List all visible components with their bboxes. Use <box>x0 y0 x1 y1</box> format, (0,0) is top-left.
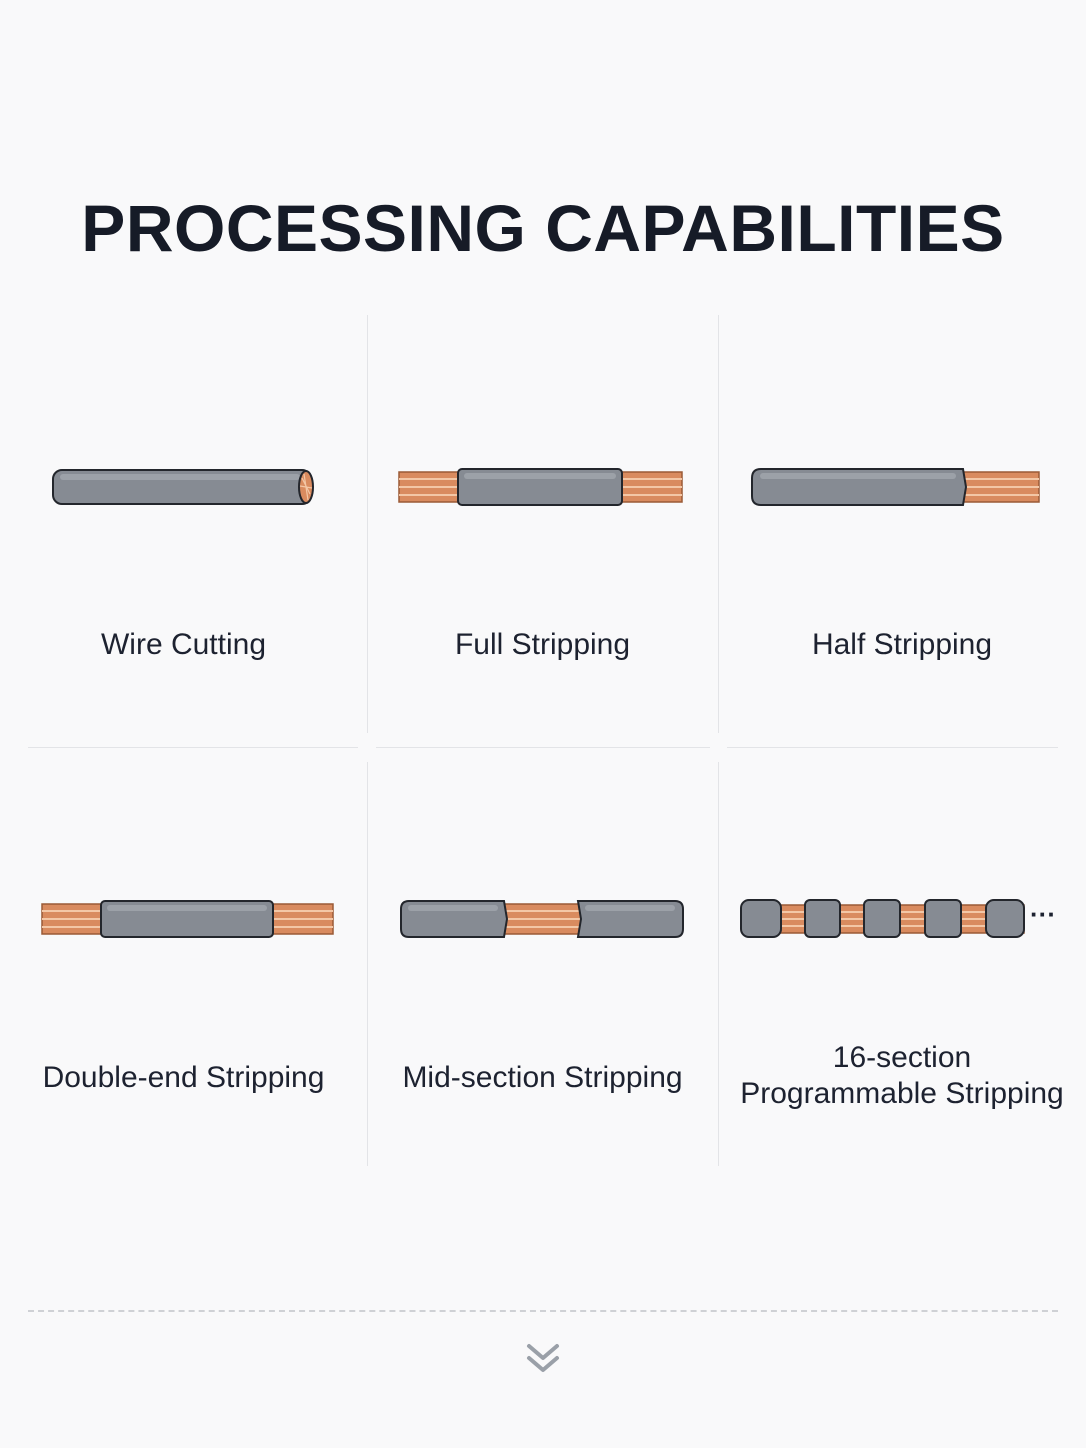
wire-cut-icon <box>52 469 314 505</box>
capability-label: Mid-section Stripping <box>402 1061 683 1094</box>
capability-label: Half Stripping <box>811 628 993 661</box>
column-divider <box>718 762 719 1166</box>
wire-mid-section-strip-icon <box>400 900 684 938</box>
capability-card-mid-section-stripping: Mid-section Stripping <box>367 762 718 1166</box>
wire-double-end-strip-icon <box>41 900 334 938</box>
copper-strands-right <box>269 903 334 935</box>
capability-card-wire-cutting: Wire Cutting <box>0 315 367 735</box>
capability-card-full-stripping: Full Stripping <box>367 315 718 735</box>
capability-label: Wire Cutting <box>100 628 267 661</box>
insulation-segment <box>985 899 1025 938</box>
capability-label: Full Stripping <box>454 628 631 661</box>
copper-strands-right <box>959 471 1040 503</box>
wire-full-strip-icon <box>398 468 683 506</box>
section-divider <box>28 1310 1058 1312</box>
capability-label: Double-end Stripping <box>42 1061 325 1094</box>
copper-strands-left <box>41 903 105 935</box>
column-divider <box>367 762 368 1166</box>
copper-strands-left <box>398 471 462 503</box>
wire-multi-section-strip-icon: ··· <box>740 899 1056 938</box>
row-divider <box>28 747 358 748</box>
continuation-ellipsis: ··· <box>1030 899 1056 929</box>
column-divider <box>367 315 368 733</box>
insulation-segment <box>924 899 962 938</box>
capability-card-programmable-stripping: ··· 16-section Programmable Stripping <box>718 762 1086 1166</box>
copper-strands-right <box>618 471 683 503</box>
capability-card-half-stripping: Half Stripping <box>718 315 1086 735</box>
wire-half-strip-icon <box>751 468 1040 506</box>
copper-strands-middle <box>500 903 582 935</box>
page-title: PROCESSING CAPABILITIES <box>81 191 1005 265</box>
capability-label-line2: Programmable Stripping <box>740 1077 1064 1110</box>
column-divider <box>718 315 719 733</box>
row-divider <box>727 747 1058 748</box>
capability-card-double-end-stripping: Double-end Stripping <box>0 762 367 1166</box>
insulation-segment <box>804 899 841 938</box>
insulation-segment <box>740 899 782 938</box>
double-chevron-down-icon[interactable] <box>523 1340 563 1380</box>
insulation-segment <box>863 899 901 938</box>
row-divider <box>376 747 710 748</box>
capability-label: 16-section Programmable Stripping <box>718 1040 1086 1112</box>
capability-label-line1: 16-section <box>832 1041 972 1074</box>
